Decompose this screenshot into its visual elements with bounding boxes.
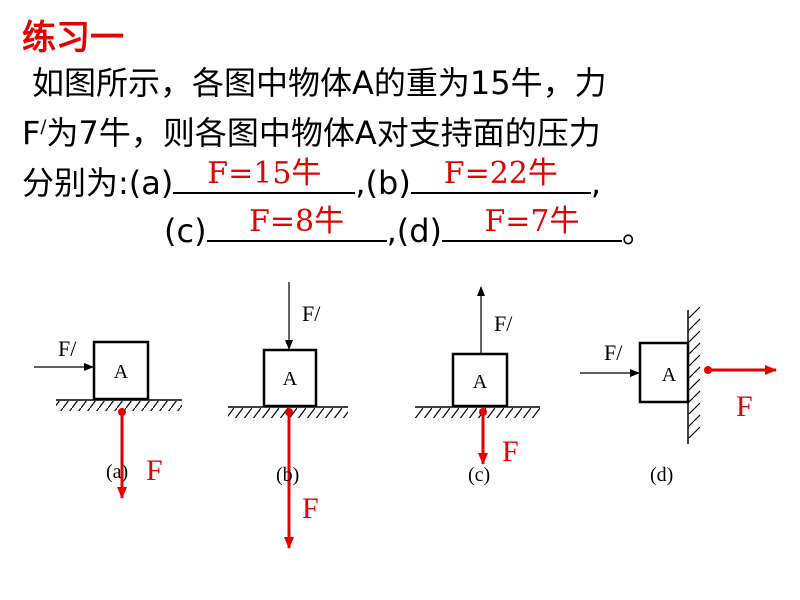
- wall-hatch: [688, 306, 701, 439]
- separator: ,: [355, 164, 366, 202]
- diagram-b: A F/ F (b): [228, 282, 348, 549]
- answer-blank-c: F=8牛: [206, 204, 387, 242]
- separator: ,: [386, 212, 397, 250]
- problem-line-4: (c) F=8牛,(d) F=7牛 。: [164, 204, 655, 252]
- block-a: [92, 340, 150, 401]
- applied-force-label: F/: [494, 311, 513, 336]
- caption-d: (d): [650, 464, 673, 486]
- block-label: A: [662, 364, 677, 386]
- label-b: (b): [365, 164, 411, 202]
- problem-line-3: 分别为:(a)F=15牛,(b)F=22牛,: [22, 156, 601, 204]
- reaction-force-label: F: [502, 435, 519, 468]
- prime-mark: /: [40, 116, 47, 138]
- label-c: (c): [164, 212, 207, 250]
- caption-a: (a): [106, 461, 128, 483]
- block-c: [451, 352, 509, 408]
- answer-c: F=8牛: [249, 204, 345, 239]
- ground-hatch: [415, 408, 540, 418]
- answer-d: F=7牛: [484, 204, 580, 239]
- caption-b: (b): [276, 464, 299, 486]
- block-label: A: [114, 361, 129, 383]
- block-label: A: [473, 371, 488, 393]
- caption-c: (c): [468, 464, 490, 486]
- diagram-d: A F/ F (d): [580, 306, 777, 486]
- diagram-a: A F/ F (a): [34, 336, 182, 499]
- reaction-force-label: F: [736, 390, 753, 423]
- problem-line-2: F/为7牛，则各图中物体A对支持面的压力: [22, 108, 601, 154]
- applied-force-label: F/: [302, 301, 321, 326]
- label-a: 分别为:(a): [22, 164, 174, 202]
- answer-blank-b: F=22牛: [410, 156, 591, 194]
- block-label: A: [283, 368, 298, 390]
- problem-line-1: 如图所示，各图中物体A的重为15牛，力: [32, 64, 607, 102]
- diagram-c: A F/ F (c): [415, 286, 540, 486]
- ground-hatch: [56, 401, 182, 411]
- separator: ,: [590, 164, 601, 202]
- applied-force-label: F/: [58, 336, 77, 361]
- applied-force-label: F/: [604, 340, 623, 365]
- answer-a: F=15牛: [207, 156, 322, 191]
- problem-line-2-text: 为7牛，则各图中物体A对支持面的压力: [46, 114, 601, 152]
- block-b: [262, 348, 318, 408]
- answer-blank-a: F=15牛: [173, 156, 356, 194]
- period: 。: [622, 212, 655, 250]
- force-symbol: F: [22, 114, 41, 152]
- exercise-title: 练习一: [22, 18, 124, 58]
- answer-blank-d: F=7牛: [442, 204, 623, 242]
- answer-b: F=22牛: [443, 156, 558, 191]
- reaction-force-label: F: [302, 492, 319, 525]
- block-d: [638, 341, 690, 404]
- reaction-force-label: F: [146, 454, 163, 487]
- label-d: (d): [396, 212, 443, 250]
